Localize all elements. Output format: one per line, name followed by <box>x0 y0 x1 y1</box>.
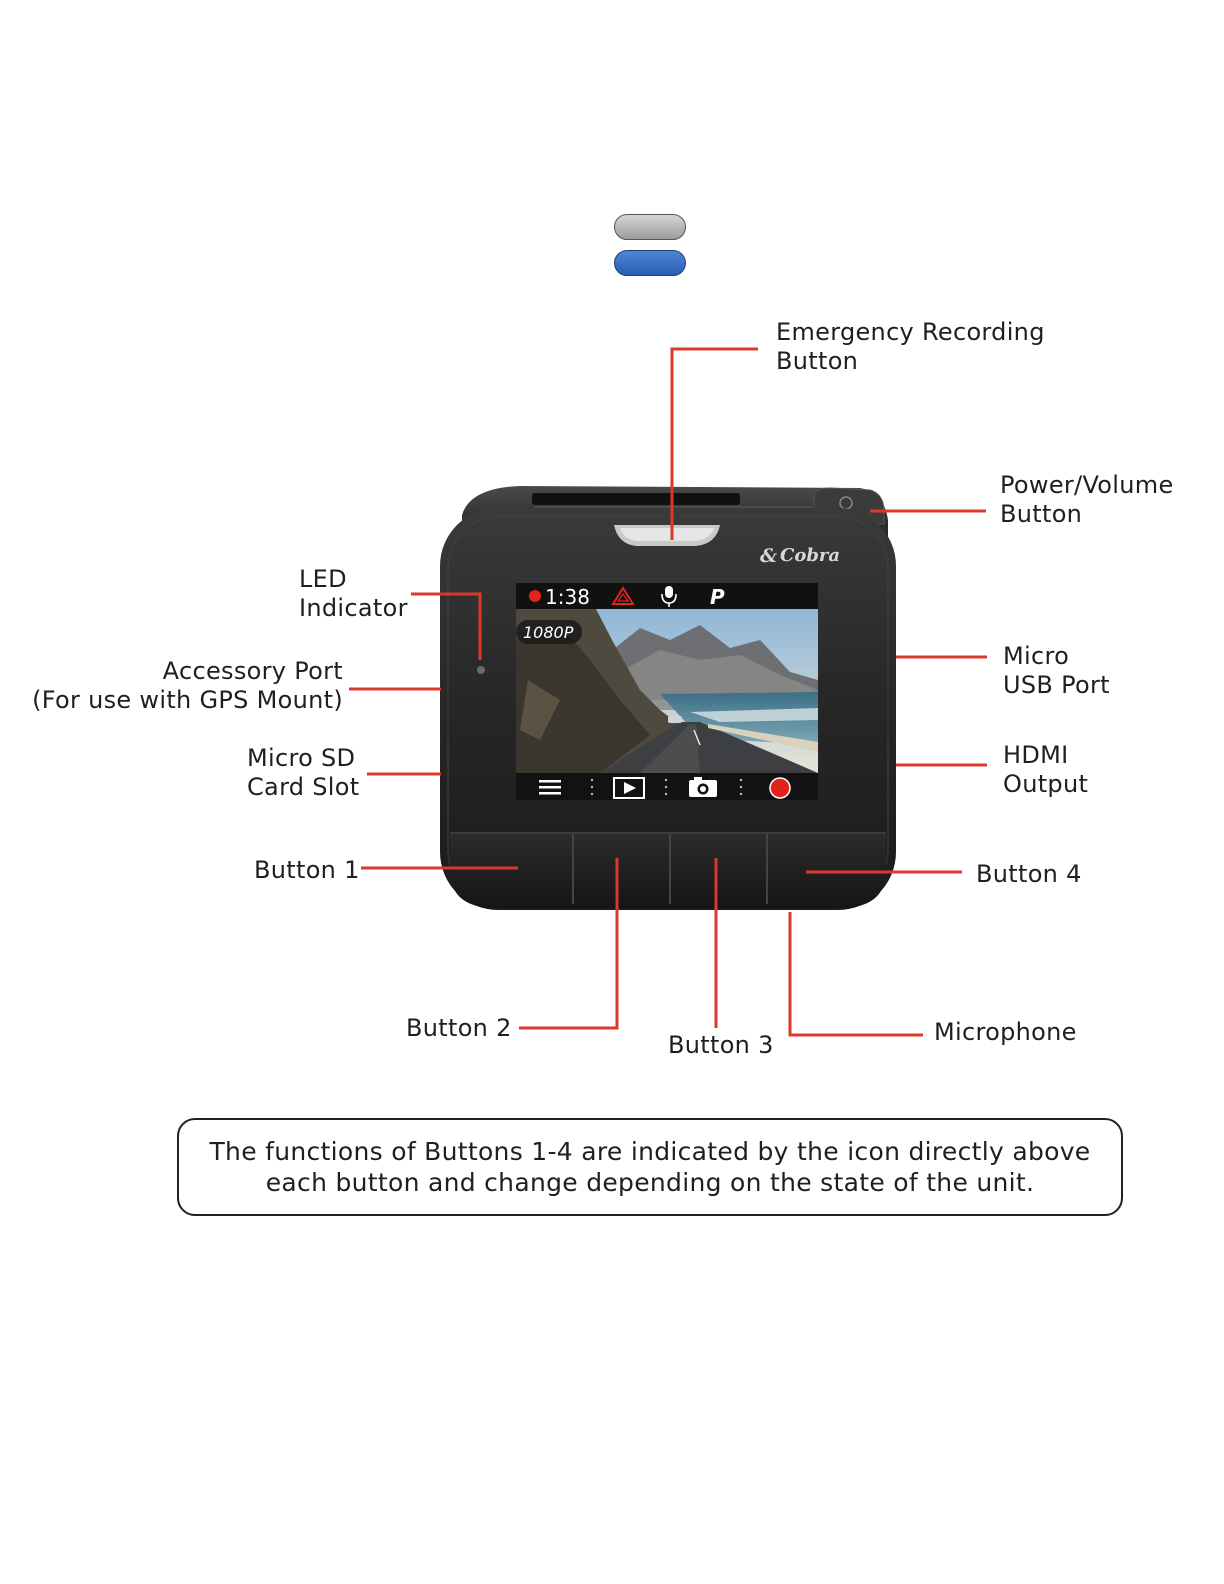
menu-icon <box>539 780 561 795</box>
label-button-2: Button 2 <box>406 1014 512 1042</box>
mode-letter: P <box>710 585 725 609</box>
label-accessory-port: Accessory Port(For use with GPS Mount) <box>32 657 343 714</box>
cobra-logo: & Cobra <box>760 545 840 567</box>
play-icon <box>613 777 645 799</box>
record-time: 1:38 <box>545 585 590 609</box>
led-indicator <box>477 666 485 674</box>
microphone-leader <box>788 912 923 1037</box>
button-1[interactable] <box>452 835 572 905</box>
resolution-badge <box>516 620 582 644</box>
screen: 1080P 1:38 P <box>516 583 818 800</box>
svg-text:&: & <box>760 545 777 567</box>
button-3[interactable] <box>671 835 766 905</box>
button-strip <box>450 832 886 908</box>
camera-icon <box>689 777 717 797</box>
label-button-4: Button 4 <box>976 860 1082 888</box>
note-line-1: The functions of Buttons 1-4 are indicat… <box>209 1137 1091 1166</box>
button-functions-note: The functions of Buttons 1-4 are indicat… <box>177 1118 1123 1216</box>
gray-indicator-pill <box>614 214 686 240</box>
svg-text:Cobra: Cobra <box>780 545 840 566</box>
emergency-leader <box>670 347 758 540</box>
hazard-triangle-icon <box>611 586 635 605</box>
record-dot-icon <box>529 590 541 602</box>
leader-lines <box>349 347 987 1037</box>
led-leader <box>411 592 482 660</box>
button2-leader <box>519 858 619 1030</box>
label-button-3: Button 3 <box>668 1031 774 1059</box>
blue-indicator-pill <box>614 250 686 276</box>
button-2[interactable] <box>574 835 669 905</box>
button-4[interactable] <box>768 835 884 905</box>
note-line-2: each button and change depending on the … <box>265 1168 1035 1197</box>
label-button-1: Button 1 <box>254 856 360 884</box>
microphone-icon <box>661 586 677 607</box>
mount-slot <box>532 493 740 505</box>
label-microphone: Microphone <box>934 1018 1077 1046</box>
svg-text:1080P: 1080P <box>523 623 574 642</box>
record-icon <box>769 777 791 799</box>
